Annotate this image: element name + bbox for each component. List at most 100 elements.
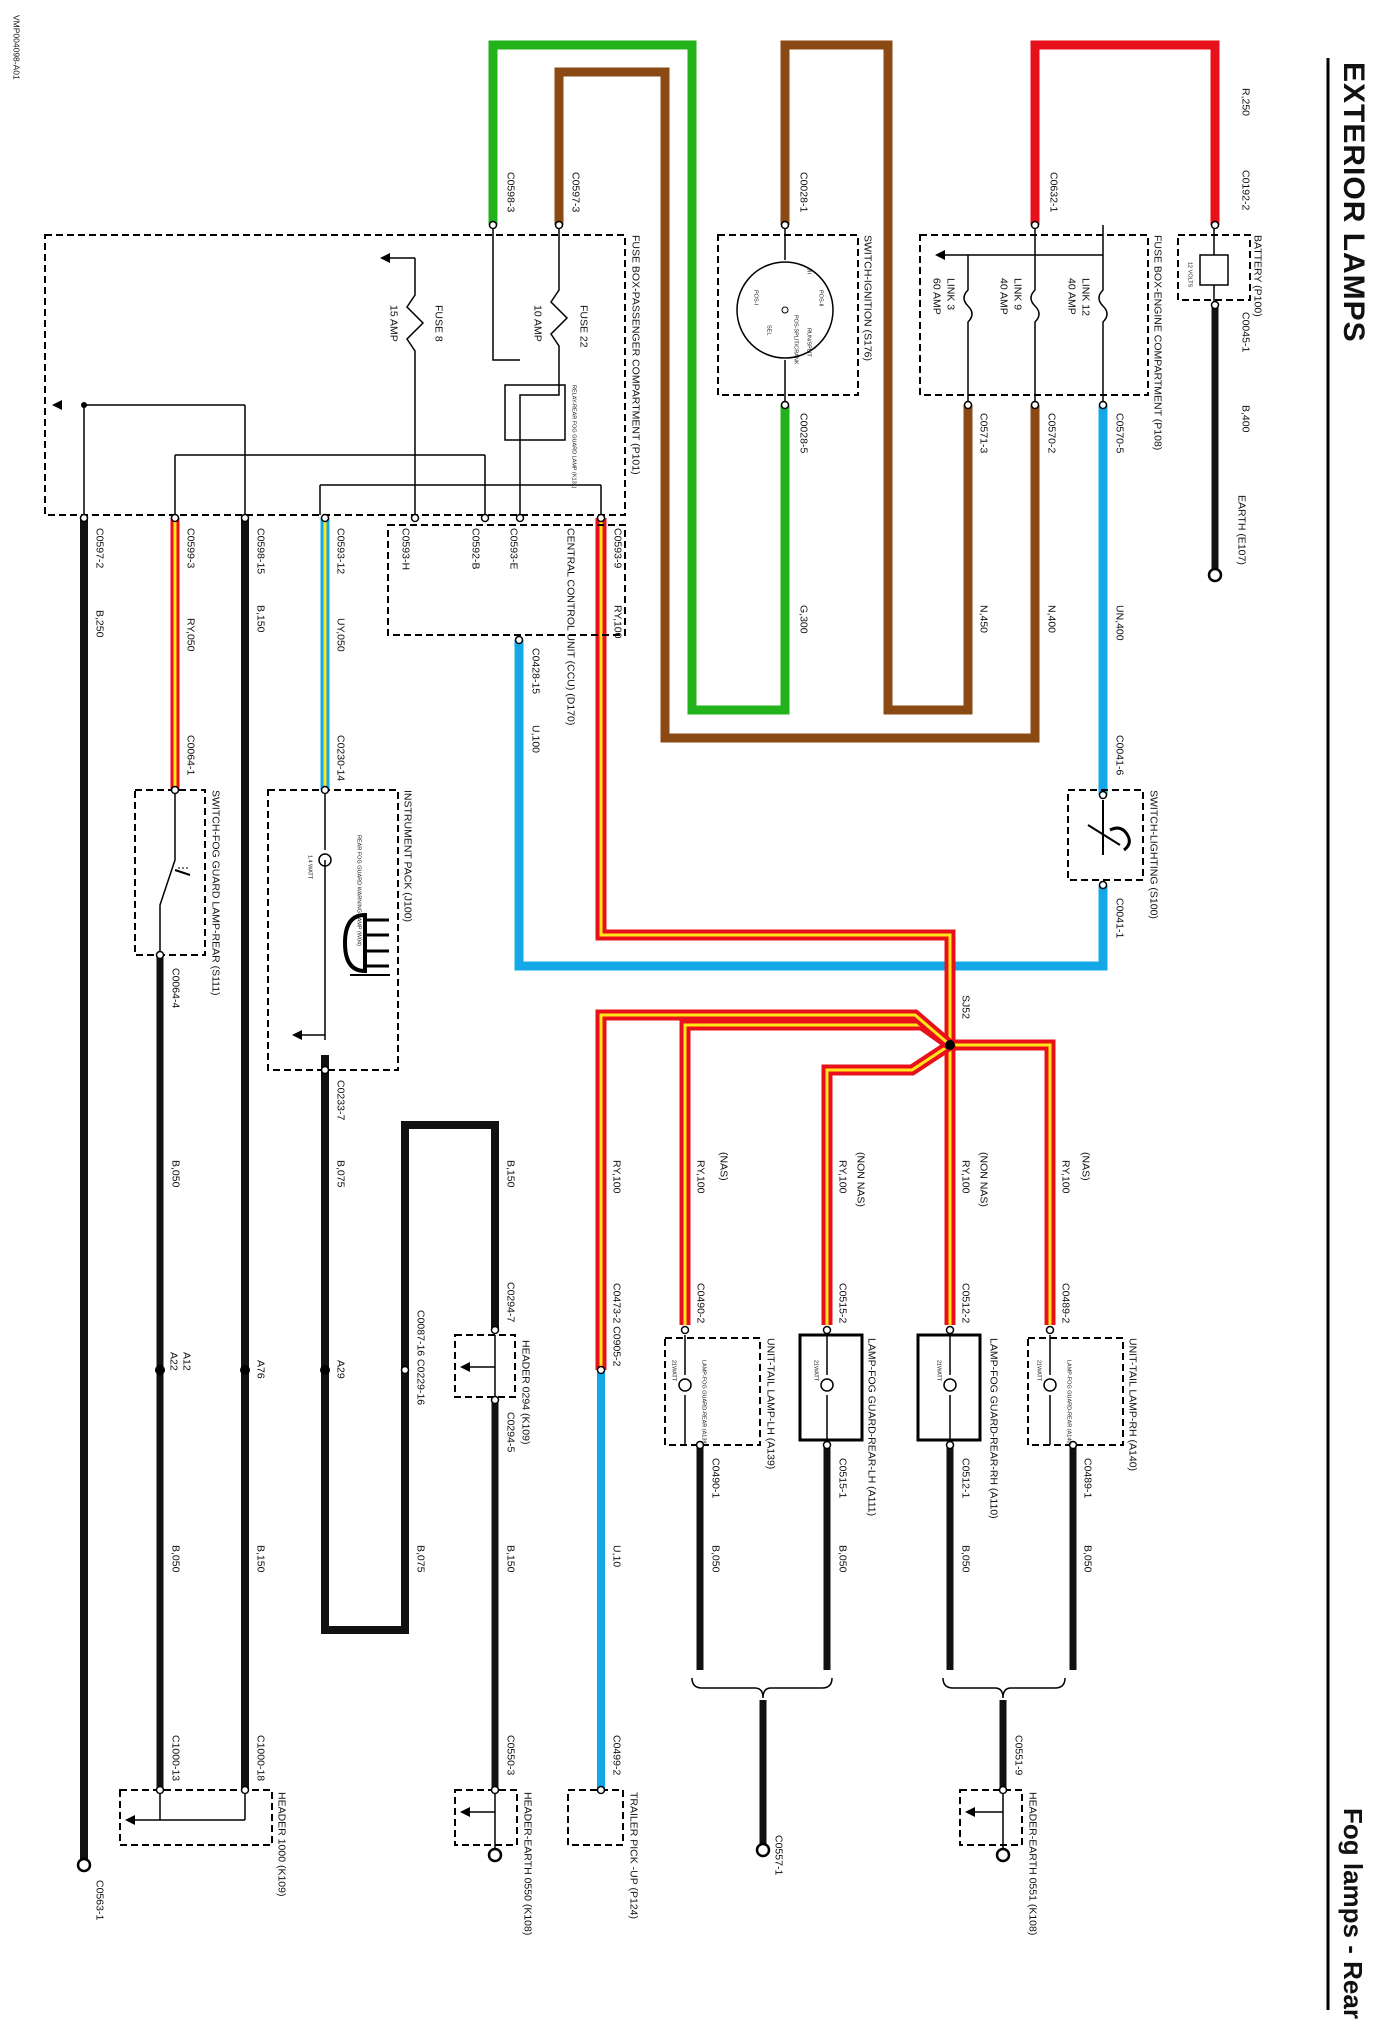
label-c0593-12: C0593-12 (334, 528, 347, 575)
ccu-box (387, 524, 626, 636)
earth-e107-terminal (1207, 567, 1223, 583)
earth-c0557-terminal (755, 1842, 771, 1858)
label-c0490-2: C0490-2 (694, 1283, 707, 1324)
label-b150-top: B,150 (254, 605, 267, 633)
splice-sj52-dot (945, 1040, 955, 1050)
label-ignition-switch: SWITCH-IGNITION (S176) (861, 235, 874, 362)
splice-a12 (155, 1365, 165, 1375)
wire-blue-ccu (514, 640, 1108, 971)
label-c0598-3: C0598-3 (504, 172, 517, 213)
label-non-nas-rh: (NON NAS) (977, 1152, 990, 1207)
header-1000-box (119, 1789, 273, 1846)
wire-green-ignition (488, 40, 790, 715)
header-earth-0551-box (959, 1789, 1023, 1846)
label-fuse8: FUSE 8 (432, 305, 445, 342)
label-b050-bottom: B,050 (169, 1545, 182, 1573)
label-ry100-fog-lh: RY,100 (836, 1160, 849, 1194)
label-c0563-1: C0563-1 (93, 1880, 106, 1921)
label-tail-rh: UNIT-TAIL LAMP-RH (A140) (1126, 1338, 1139, 1472)
label-u100a: U,100 (529, 725, 542, 754)
label-c0230-14: C0230-14 (334, 735, 347, 782)
wire-ry-ccu-splice (595, 518, 956, 1045)
label-c0041-6: C0041-6 (1113, 735, 1126, 776)
label-c0028-5: C0028-5 (797, 413, 810, 454)
splice-a29 (320, 1365, 330, 1375)
lamp-fog-rh (916, 1333, 982, 1442)
label-ign-pos-3: POS-I (752, 290, 759, 305)
label-ign-pos-5: POS-SPLIT/CRANK (792, 315, 799, 365)
label-warning-lamp: REAR FOG GUARD WARNING LAMP (W04) (355, 835, 362, 946)
label-b050-rh: B,050 (1081, 1545, 1094, 1573)
label-c0233-7: C0233-7 (334, 1080, 347, 1121)
label-b050-fog-rh: B,050 (959, 1545, 972, 1573)
label-c0598-15: C0598-15 (254, 528, 267, 575)
wire-ry-splice-outputs (595, 1009, 1056, 1370)
trailer-box (567, 1789, 624, 1846)
lighting-switch-box (1067, 789, 1144, 881)
ignition-switch-dial (736, 261, 834, 359)
fog-switch-box (134, 789, 206, 956)
label-ry100-fog-rh: RY,100 (959, 1160, 972, 1194)
label-c0490-1: C0490-1 (709, 1458, 722, 1499)
label-c0064-4: C0064-4 (169, 968, 182, 1009)
label-c0045-1: C0045-1 (1239, 312, 1252, 353)
fog-symbol-icon (342, 912, 390, 976)
label-c0489-2: C0489-2 (1059, 1283, 1072, 1324)
label-c0593-h: C0593-H (399, 528, 412, 571)
label-trailer: TRAILER PICK -UP (P124) (627, 1792, 640, 1920)
label-c0512-1: C0512-1 (959, 1458, 972, 1499)
label-fog-lh: LAMP-FOG GUARD-REAR-LH (A111) (865, 1338, 878, 1517)
label-b050-lh: B,050 (709, 1545, 722, 1573)
label-b075b: B,075 (414, 1545, 427, 1573)
link-fuses (940, 225, 1108, 405)
label-warning-watt: 1.4 WATT (306, 855, 313, 880)
label-ry100-rh: RY,100 (1059, 1160, 1072, 1194)
label-non-nas-lh: (NON NAS) (854, 1152, 867, 1207)
label-tail-lh-watt: 21WATT (670, 1360, 677, 1382)
label-link9-rating: 40 AMP (997, 278, 1010, 315)
label-battery: BATTERY (P100) (1251, 235, 1264, 317)
label-c0294-7: C0294-7 (504, 1282, 517, 1323)
label-battery-volts: 12 VOLTS (1186, 262, 1193, 288)
label-c1000-18: C1000-18 (254, 1735, 267, 1782)
passenger-fuses (83, 225, 602, 515)
label-c0570-5: C0570-5 (1113, 413, 1126, 454)
lamp-unit-rh (1027, 1335, 1124, 1446)
label-tail-lh: UNIT-TAIL LAMP-LH (A139) (764, 1338, 777, 1470)
wire-header-0294-loop (321, 1055, 499, 1634)
fusebox-passenger-box (44, 234, 626, 516)
label-c0557-1: C0557-1 (772, 1835, 785, 1876)
splice-a76 (240, 1365, 250, 1375)
wire-brown-ignition (780, 40, 973, 715)
wire-red-battery (1030, 40, 1220, 225)
label-n450: N,450 (977, 605, 990, 634)
label-c1000-13: C1000-13 (169, 1735, 182, 1782)
label-c0632-1: C0632-1 (1047, 172, 1060, 213)
label-ign-pos-2: POS-II (817, 290, 824, 307)
label-tail-lh-lamp: LAMP-FOG GUARD-REAR (A139) (700, 1360, 707, 1446)
earth-c0563-terminal (76, 1857, 92, 1873)
label-link3-rating: 60 AMP (930, 278, 943, 315)
label-c0597-3: C0597-3 (569, 172, 582, 213)
label-u10: U,10 (610, 1545, 623, 1568)
label-c0428-15: C0428-15 (529, 648, 542, 695)
label-fog-rh-watt: 21WATT (935, 1360, 942, 1382)
label-c0599-3: C0599-3 (184, 528, 197, 569)
label-c0597-2: C0597-2 (93, 528, 106, 569)
label-fuse22: FUSE 22 (577, 305, 590, 348)
label-ry100-trailer: RY,100 (610, 1160, 623, 1194)
label-ry050: RY,050 (184, 618, 197, 652)
label-c0570-2: C0570-2 (1045, 413, 1058, 454)
label-b150-header: B,150 (504, 1160, 517, 1188)
wire-brown-fusebox (554, 67, 1040, 743)
label-c0593-e: C0593-E (507, 528, 520, 570)
label-b400: B,400 (1239, 405, 1252, 433)
label-fog-lh-watt: 21WATT (812, 1360, 819, 1382)
label-a12: A12 (180, 1352, 193, 1371)
page-title: EXTERIOR LAMPS (1337, 62, 1370, 343)
label-c0571-3: C0571-3 (977, 413, 990, 454)
label-c0294-5: C0294-5 (504, 1412, 517, 1453)
label-nas-rh: (NAS) (1079, 1152, 1092, 1181)
label-c0028-1: C0028-1 (797, 172, 810, 213)
